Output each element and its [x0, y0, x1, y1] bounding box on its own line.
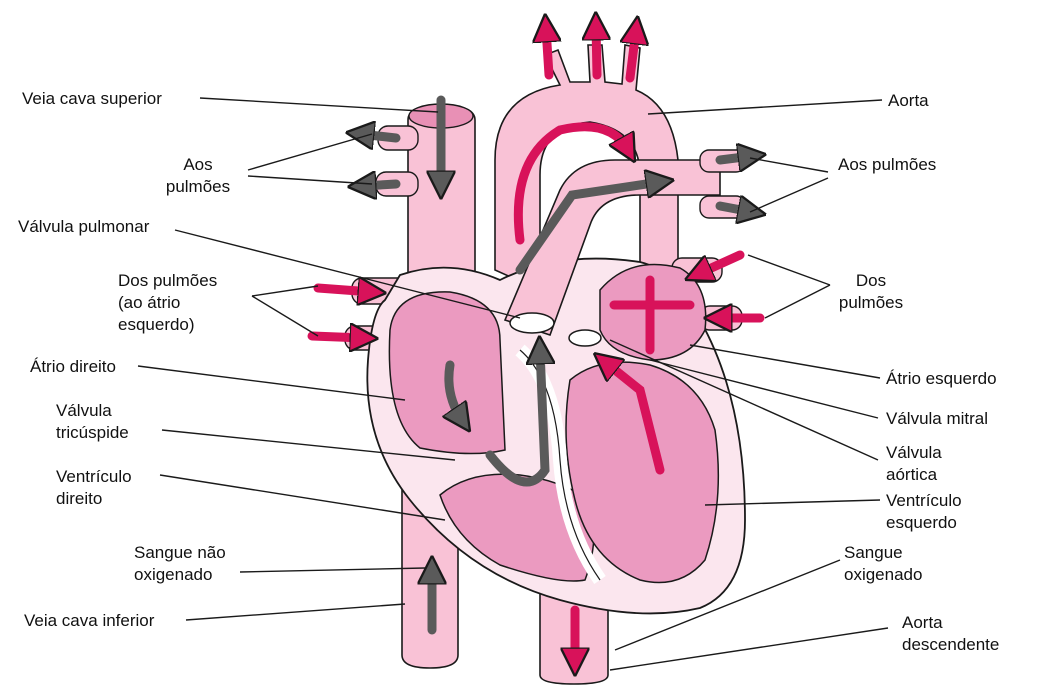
label-valvula-pulmonar: Válvula pulmonar [18, 216, 149, 238]
label-valvula-tricuspide-line2: tricúspide [56, 422, 129, 444]
label-dos-pulmoes-right-line2: pulmões [836, 292, 906, 314]
pulmonary-valve [510, 313, 554, 333]
label-sangue-oxigenado-line2: oxigenado [844, 564, 922, 586]
label-ventriculo-esquerdo-line2: esquerdo [886, 512, 957, 534]
label-sangue-nao-oxigenado-line1: Sangue não [134, 542, 226, 564]
label-aorta-descendente-line2: descendente [902, 634, 999, 656]
label-aos-pulmoes-left-line1: Aos [150, 154, 246, 176]
label-aos-pulmoes-left-line2: pulmões [150, 176, 246, 198]
label-ventriculo-direito-line1: Ventrículo [56, 466, 132, 488]
label-veia-cava-superior: Veia cava superior [22, 88, 162, 110]
label-atrio-esquerdo: Átrio esquerdo [886, 368, 997, 390]
label-atrio-direito: Átrio direito [30, 356, 116, 378]
label-aorta: Aorta [888, 90, 929, 112]
label-valvula-aortica-line2: aórtica [886, 464, 937, 486]
label-dos-pulmoes-right-line1: Dos [836, 270, 906, 292]
label-valvula-tricuspide-line1: Válvula [56, 400, 112, 422]
label-sangue-oxigenado-line1: Sangue [844, 542, 903, 564]
label-sangue-nao-oxigenado-line2: oxigenado [134, 564, 212, 586]
label-dos-pulmoes-left-line2: (ao átrio [118, 292, 180, 314]
label-aos-pulmoes-right: Aos pulmões [838, 154, 936, 176]
label-dos-pulmoes-left-line3: esquerdo) [118, 314, 195, 336]
aortic-valve [569, 330, 601, 346]
label-valvula-aortica-line1: Válvula [886, 442, 942, 464]
label-aorta-descendente-line1: Aorta [902, 612, 943, 634]
label-ventriculo-esquerdo-line1: Ventrículo [886, 490, 962, 512]
label-veia-cava-inferior: Veia cava inferior [24, 610, 154, 632]
label-ventriculo-direito-line2: direito [56, 488, 102, 510]
label-dos-pulmoes-left-line1: Dos pulmões [118, 270, 217, 292]
label-valvula-mitral: Válvula mitral [886, 408, 988, 430]
